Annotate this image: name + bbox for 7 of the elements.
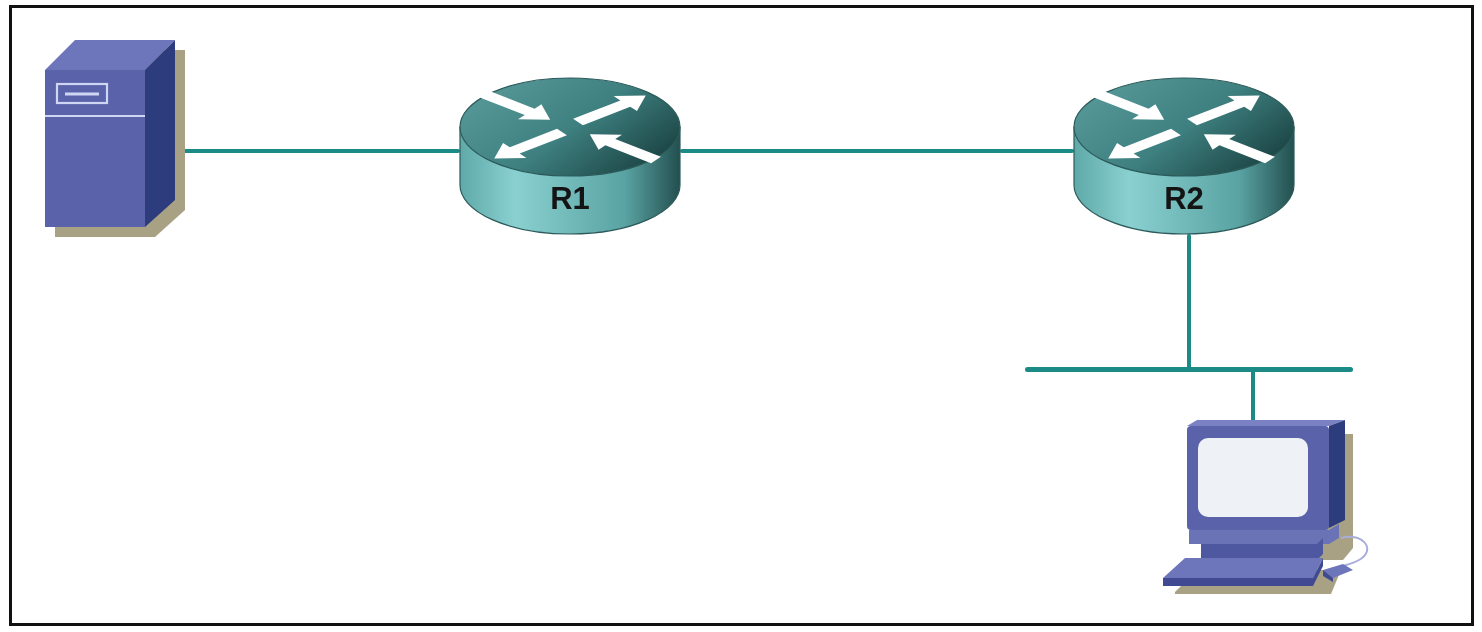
network-link [680,149,1074,153]
server-icon [45,40,185,237]
router-label: R2 [1164,183,1204,216]
router-label: R1 [550,183,590,216]
network-link [1251,370,1255,422]
network-link [1187,234,1191,369]
lan-segment-bar [1025,367,1353,372]
